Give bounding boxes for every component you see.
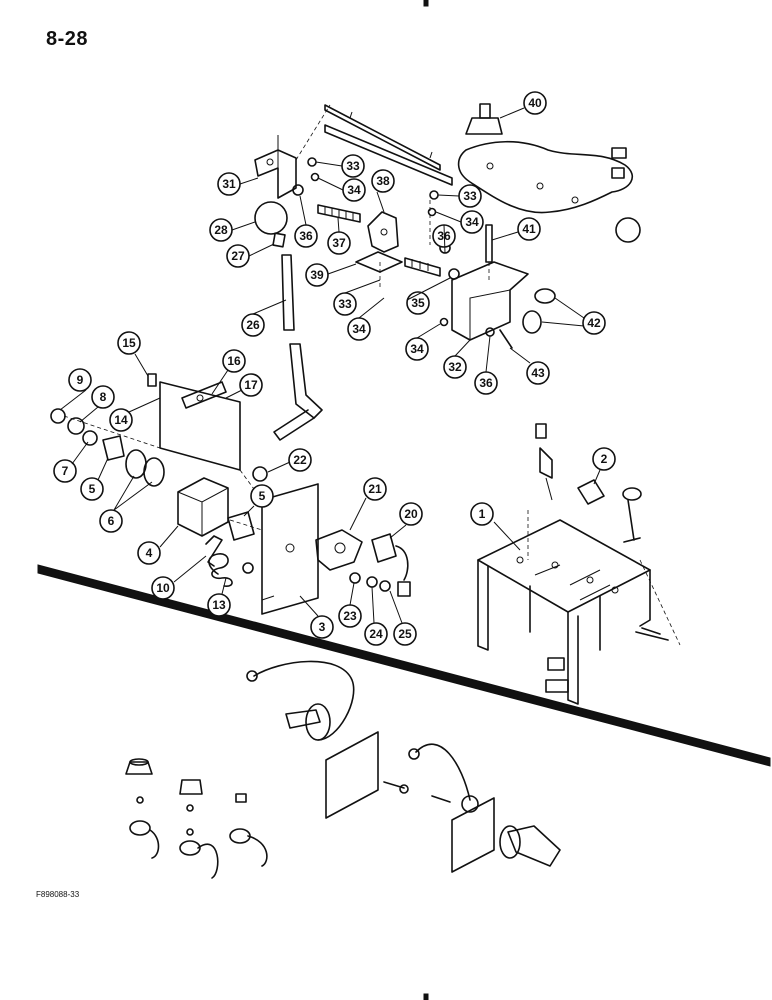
callout-label: 10 [156, 581, 170, 595]
callout-label: 4 [146, 546, 153, 560]
callout-label: 14 [114, 413, 128, 427]
handle-spring-assembly [50, 373, 411, 615]
callout-label: 34 [347, 183, 361, 197]
callout-label: 38 [376, 174, 390, 188]
callout-c22: 22 [288, 448, 312, 472]
callout-c4: 4 [137, 541, 161, 565]
callout-c10: 10 [151, 576, 175, 600]
callout-label: 5 [89, 482, 96, 496]
callout-label: 33 [338, 297, 352, 311]
callout-c9: 9 [68, 368, 92, 392]
callout-label: 16 [227, 354, 241, 368]
callout-label: 33 [346, 159, 360, 173]
callout-c24: 24 [364, 622, 388, 646]
callout-c33b: 33 [458, 184, 482, 208]
callout-label: 5 [259, 489, 266, 503]
callout-c40: 40 [523, 91, 547, 115]
callout-c28: 28 [209, 218, 233, 242]
callout-label: 23 [343, 609, 357, 623]
callout-label: 41 [522, 222, 536, 236]
callout-label: 36 [299, 229, 313, 243]
callout-c34a: 34 [342, 178, 366, 202]
callout-c2: 2 [592, 447, 616, 471]
callout-c8: 8 [91, 385, 115, 409]
callout-label: 13 [212, 598, 226, 612]
callout-c34d: 34 [405, 337, 429, 361]
callout-label: 9 [77, 373, 84, 387]
callout-c5b: 5 [250, 484, 274, 508]
callout-c34b: 34 [460, 210, 484, 234]
callout-c3: 3 [310, 615, 334, 639]
callout-label: 39 [310, 268, 324, 282]
callout-c33c: 33 [333, 292, 357, 316]
callout-c42: 42 [582, 311, 606, 335]
callout-label: 36 [479, 376, 493, 390]
callout-c5a: 5 [80, 477, 104, 501]
callout-c37: 37 [327, 231, 351, 255]
callout-c17: 17 [239, 373, 263, 397]
callout-c7: 7 [53, 459, 77, 483]
callout-label: 25 [398, 627, 412, 641]
callout-label: 34 [465, 215, 479, 229]
callout-c32: 32 [443, 355, 467, 379]
callout-c15: 15 [117, 331, 141, 355]
callout-label: 20 [404, 507, 418, 521]
callout-label: 34 [410, 342, 424, 356]
section-divider-bar [37, 564, 771, 767]
callout-c39: 39 [305, 263, 329, 287]
callout-label: 15 [122, 336, 136, 350]
callout-label: 28 [214, 223, 228, 237]
callout-c25: 25 [393, 622, 417, 646]
callout-c27: 27 [226, 244, 250, 268]
callout-label: 35 [411, 296, 425, 310]
callout-c26: 26 [241, 313, 265, 337]
callout-label: 40 [528, 96, 542, 110]
callout-label: 33 [463, 189, 477, 203]
callout-label: 43 [531, 366, 545, 380]
callout-label: 32 [448, 360, 462, 374]
callout-c6: 6 [99, 509, 123, 533]
callout-c20: 20 [399, 502, 423, 526]
callout-c35: 35 [406, 291, 430, 315]
callout-label: 42 [587, 316, 601, 330]
lower-alternate-parts [125, 660, 561, 879]
callout-label: 27 [231, 249, 245, 263]
callout-label: 3 [319, 620, 326, 634]
callout-leaders [59, 107, 601, 624]
callout-c16: 16 [222, 349, 246, 373]
callout-c13: 13 [207, 593, 231, 617]
top-edge-mark [423, 0, 429, 7]
callout-c21: 21 [363, 477, 387, 501]
callout-label: 22 [293, 453, 307, 467]
callout-c23: 23 [338, 604, 362, 628]
callout-label: 21 [368, 482, 382, 496]
callout-c41: 41 [517, 217, 541, 241]
callout-c38: 38 [371, 169, 395, 193]
callout-label: 24 [369, 627, 383, 641]
callout-c36a: 36 [294, 224, 318, 248]
callout-c34c: 34 [347, 317, 371, 341]
callout-label: 6 [108, 514, 115, 528]
callout-c36c: 36 [474, 371, 498, 395]
page-number: 8-28 [46, 28, 89, 50]
callout-label: 34 [352, 322, 366, 336]
panel-bracket-assembly [477, 423, 681, 705]
callout-c43: 43 [526, 361, 550, 385]
figure-code: F898088-33 [36, 890, 80, 899]
callout-c1: 1 [470, 502, 494, 526]
callout-label: 7 [62, 464, 69, 478]
callout-c31: 31 [217, 172, 241, 196]
callout-c14: 14 [109, 408, 133, 432]
callout-label: 37 [332, 236, 346, 250]
upper-linkage-assembly [254, 103, 641, 441]
callout-label: 2 [601, 452, 608, 466]
callout-c33a: 33 [341, 154, 365, 178]
bottom-edge-mark [423, 993, 429, 1000]
callout-label: 26 [246, 318, 260, 332]
callout-label: 17 [244, 378, 258, 392]
callout-label: 31 [222, 177, 236, 191]
callout-label: 1 [479, 507, 486, 521]
callout-label: 8 [100, 390, 107, 404]
